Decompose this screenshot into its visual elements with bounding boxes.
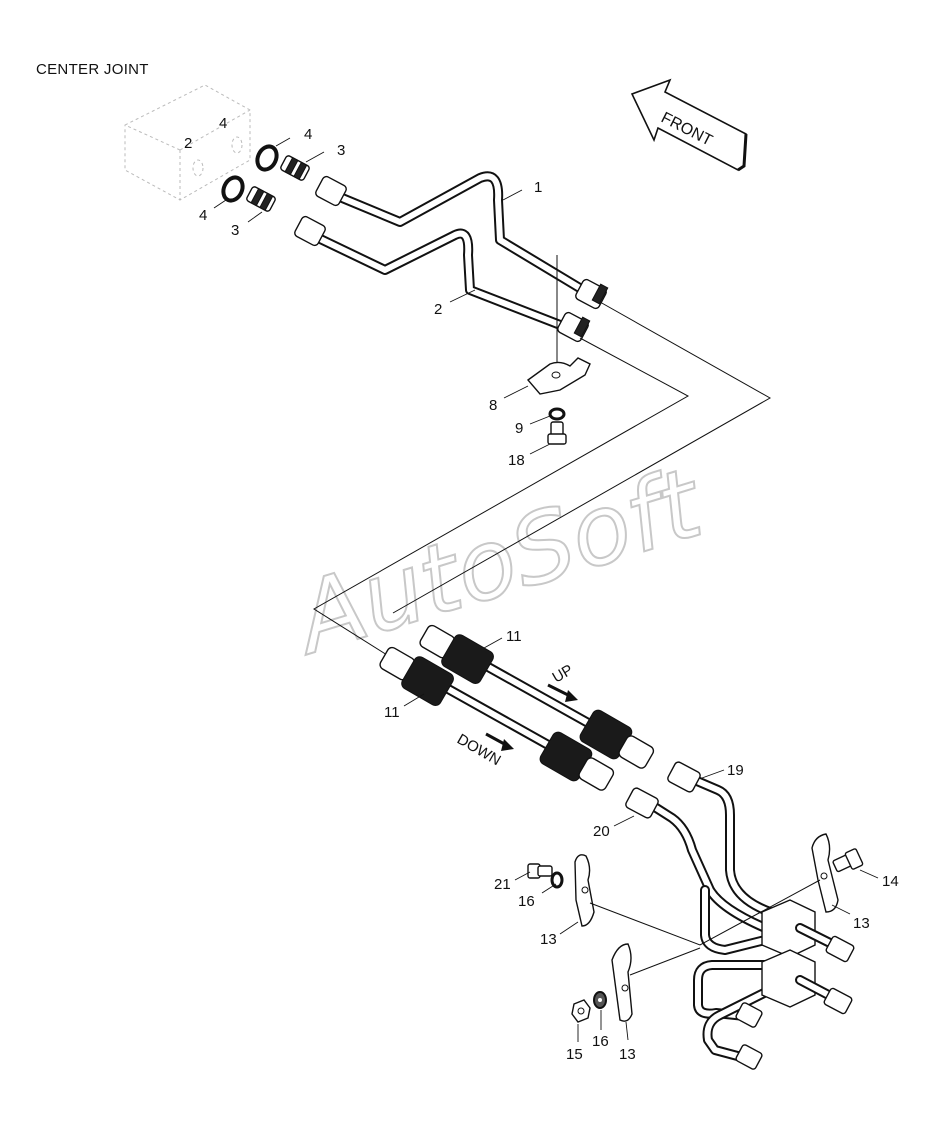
- callout-13-left: 13: [540, 931, 557, 948]
- callout-14: 14: [882, 873, 899, 890]
- pipe-1: [315, 171, 609, 310]
- callout-11-upper: 11: [506, 628, 522, 645]
- watermark: AutoSoft: [278, 445, 718, 678]
- svg-text:AutoSoft: AutoSoft: [279, 446, 717, 677]
- hose-upper: [419, 624, 655, 769]
- callout-8: 8: [489, 397, 497, 414]
- callout-16-upper: 16: [518, 893, 535, 910]
- callout-2-pipe: 2: [434, 301, 442, 318]
- callout-21: 21: [494, 876, 511, 893]
- svg-text:DOWN: DOWN: [454, 731, 504, 769]
- callout-19: 19: [727, 762, 744, 779]
- pipe-2: [294, 215, 591, 343]
- callout-13-bottom: 13: [619, 1046, 636, 1063]
- pipe-clamp: [526, 357, 591, 395]
- adapter-lower: [246, 186, 276, 212]
- callout-15: 15: [566, 1046, 583, 1063]
- pipe-20: [625, 787, 775, 935]
- pipe-19: [667, 761, 775, 917]
- center-joint-block: [124, 84, 251, 201]
- o-ring-upper: [255, 144, 279, 172]
- bolt-21: [527, 863, 553, 879]
- clamp-left: [574, 854, 595, 927]
- callout-20: 20: [593, 823, 610, 840]
- swivel-joint: [693, 885, 855, 1070]
- callout-1: 1: [534, 179, 542, 196]
- callout-13-right: 13: [853, 915, 870, 932]
- flow-arrow-up: UP: [547, 661, 578, 702]
- washer-16a: [550, 871, 564, 889]
- clamp-bottom: [611, 943, 633, 1022]
- bolt: [547, 421, 567, 445]
- callout-9: 9: [515, 420, 523, 437]
- callout-3-adapter-lower: 3: [231, 222, 239, 239]
- callout-2-block: 2: [184, 135, 192, 152]
- flow-arrow-down: DOWN: [454, 731, 514, 769]
- o-ring-lower: [221, 175, 245, 203]
- nut-15: [571, 999, 591, 1023]
- page-title: CENTER JOINT: [36, 61, 149, 78]
- washer: [548, 407, 566, 421]
- callout-3-adapter-upper: 3: [337, 142, 345, 159]
- hose-lower: [379, 646, 615, 791]
- front-arrow: FRONT: [630, 78, 748, 172]
- callout-4-block: 4: [219, 115, 227, 132]
- washer-16b: [593, 991, 607, 1009]
- callout-16-lower: 16: [592, 1033, 609, 1050]
- clamp-right: [811, 833, 839, 913]
- callout-11-lower: 11: [384, 704, 400, 721]
- bolt-14: [832, 848, 864, 873]
- callout-4-oring-lower: 4: [199, 207, 207, 224]
- svg-text:UP: UP: [550, 661, 577, 686]
- callout-18: 18: [508, 452, 525, 469]
- callout-4-oring-upper: 4: [304, 126, 312, 143]
- adapter-upper: [280, 155, 310, 181]
